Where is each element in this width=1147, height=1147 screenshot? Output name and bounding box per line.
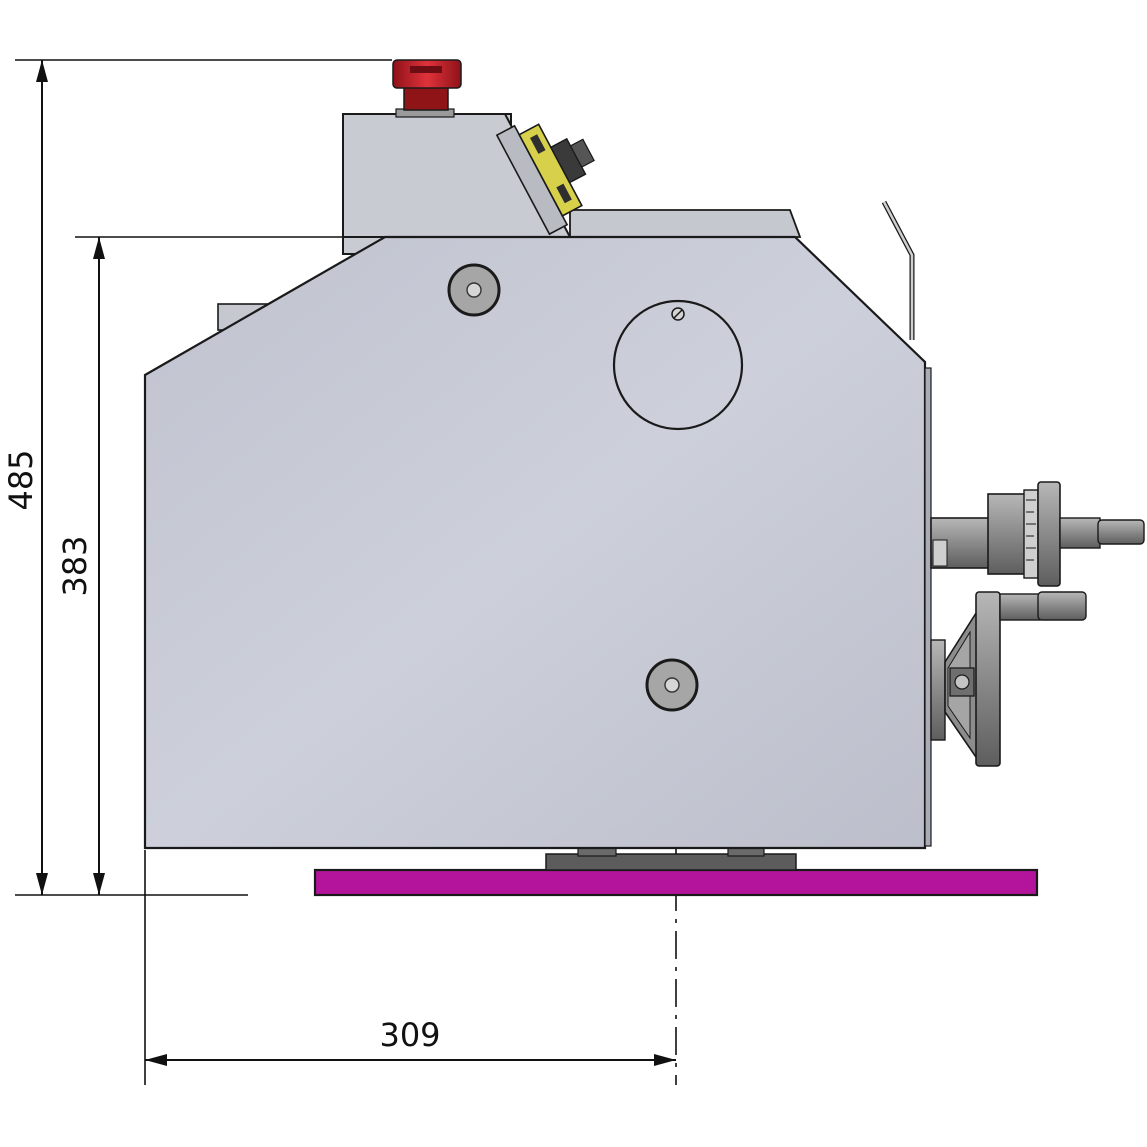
lower-handwheel-icon — [930, 591, 1087, 767]
machine-feet — [545, 845, 797, 871]
overall-height-label: 485 — [2, 449, 40, 510]
lower-plug — [645, 658, 699, 712]
main-body — [143, 235, 927, 850]
dial-icon — [612, 299, 744, 431]
head-housing — [342, 113, 802, 255]
overall-height-dimension: 485 — [2, 59, 392, 896]
base-depth-label: 309 — [379, 1016, 440, 1054]
control-panel-icon — [495, 123, 595, 236]
rear-lever — [881, 200, 915, 340]
body-height-label: 383 — [56, 535, 94, 596]
base-plate — [313, 868, 1039, 897]
handwheel-icon — [930, 481, 1145, 587]
front-edge-strip — [924, 367, 932, 847]
upper-plug — [447, 263, 501, 317]
emergency-stop-icon — [392, 59, 462, 118]
body-height-dimension: 383 — [56, 236, 387, 895]
base-depth-dimension: 309 — [144, 835, 677, 1085]
